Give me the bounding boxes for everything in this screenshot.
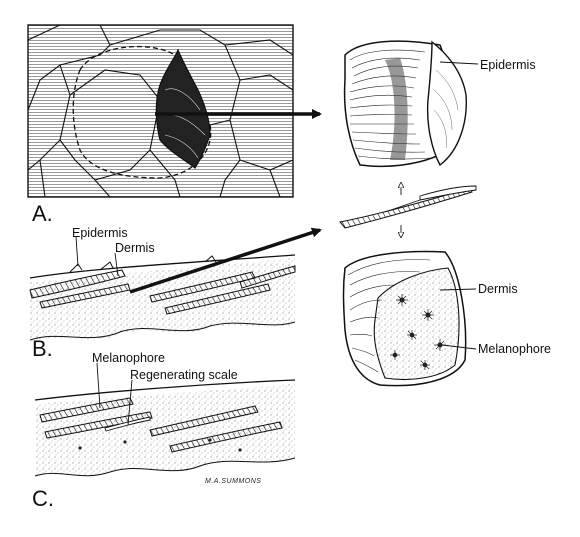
label-melanophore-c: Melanophore [92, 351, 165, 365]
label-dermis-b: Dermis [115, 241, 155, 255]
panel-b-skin-section [29, 236, 296, 342]
panel-label-c: C. [32, 486, 54, 511]
panel-c-regeneration-section [34, 362, 296, 477]
scale-dermis-melanophore [342, 250, 477, 387]
label-regenerating-scale: Regenerating scale [130, 368, 238, 382]
panel-a-skin-surface [27, 24, 294, 198]
artist-signature: M.A.SUMMONS [205, 478, 262, 485]
label-dermis-right: Dermis [478, 282, 518, 296]
detached-scale-epidermis [343, 40, 479, 168]
label-epidermis-b: Epidermis [72, 226, 128, 240]
panel-label-a: A. [32, 201, 53, 226]
scale-cross-section [339, 185, 477, 229]
label-epidermis: Epidermis [480, 58, 536, 72]
panel-label-b: B. [32, 336, 53, 361]
label-melanophore-right: Melanophore [478, 342, 551, 356]
